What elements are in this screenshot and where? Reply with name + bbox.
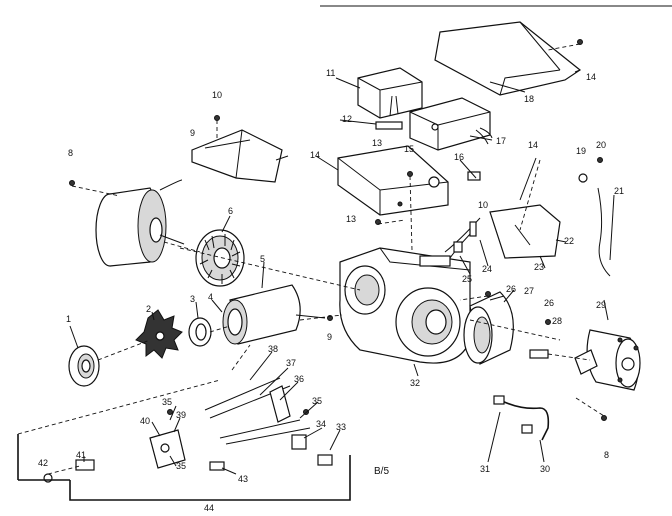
part-coupling	[135, 309, 183, 359]
label-part-1: 1	[66, 314, 71, 324]
label-part-15: 15	[404, 144, 414, 154]
label-part-26-right: 26	[544, 298, 554, 308]
label-part-41: 41	[76, 450, 86, 460]
part-blower-wheel	[195, 229, 245, 287]
label-part-9-plate: 9	[190, 128, 195, 138]
label-part-40: 40	[140, 416, 150, 426]
label-part-22: 22	[564, 236, 574, 246]
label-part-28: 28	[552, 316, 562, 326]
label-part-8-pump: 8	[604, 450, 609, 460]
part-labels: 1 2 3 4 5 6 8 8 9 9 10 10 11 12 13 13 14…	[38, 68, 624, 513]
label-part-5: 5	[260, 254, 265, 264]
part-motor	[95, 179, 185, 267]
label-part-9-tube: 9	[327, 332, 332, 342]
part-gasket-ring	[188, 317, 212, 347]
label-part-18: 18	[524, 94, 534, 104]
part-fitting-30	[521, 424, 533, 434]
label-part-14-plate: 14	[310, 150, 320, 160]
part-fittings-24-25	[453, 221, 477, 253]
part-wire-21	[597, 187, 611, 277]
label-part-23: 23	[534, 262, 544, 272]
label-part-8-motor: 8	[68, 148, 73, 158]
label-part-44: 44	[204, 503, 214, 513]
label-part-11: 11	[326, 68, 335, 78]
label-part-26-top: 26	[506, 284, 516, 294]
label-part-2: 2	[146, 304, 151, 314]
part-electrode-assembly	[43, 377, 333, 483]
label-part-27: 27	[524, 286, 534, 296]
label-part-42: 42	[38, 458, 48, 468]
part-top-cover	[434, 21, 582, 96]
label-part-32: 32	[410, 378, 420, 388]
part-mounting-plate	[337, 145, 449, 216]
label-part-14-right: 14	[528, 140, 538, 150]
label-part-6: 6	[228, 206, 233, 216]
label-part-13-bottom: 13	[346, 214, 356, 224]
label-part-34: 34	[316, 419, 326, 429]
label-part-20: 20	[596, 140, 606, 150]
label-part-37: 37	[286, 358, 296, 368]
label-part-17: 17	[496, 136, 506, 146]
label-part-36: 36	[294, 374, 304, 384]
label-part-35-bottom: 35	[176, 461, 186, 471]
label-part-10-top: 10	[212, 90, 222, 100]
part-air-tube	[222, 284, 326, 345]
part-nut-19	[578, 173, 588, 183]
part-fuel-pump	[574, 329, 641, 391]
part-fitting-31	[493, 395, 505, 405]
part-bracket-12	[375, 121, 403, 130]
label-part-4: 4	[208, 292, 213, 302]
label-part-19: 19	[576, 146, 586, 156]
part-disc	[68, 345, 100, 387]
label-part-16: 16	[454, 152, 464, 162]
label-part-12: 12	[342, 114, 352, 124]
reference-code: B/5	[374, 466, 389, 477]
part-flange-ring	[463, 291, 514, 365]
part-ignition-box	[357, 67, 423, 119]
part-nozzle-28	[529, 349, 549, 359]
label-part-33: 33	[336, 422, 346, 432]
part-cover-plate-9	[191, 129, 289, 183]
part-transformer	[409, 97, 493, 151]
label-part-30: 30	[540, 464, 550, 474]
label-part-24: 24	[482, 264, 492, 274]
bracket-44	[17, 434, 351, 501]
label-part-31: 31	[480, 464, 490, 474]
part-oil-line	[499, 399, 550, 441]
label-part-13-top: 13	[372, 138, 382, 148]
label-part-25: 25	[462, 274, 472, 284]
part-air-shutter	[444, 204, 561, 259]
label-part-21: 21	[614, 186, 624, 196]
label-part-35-right: 35	[312, 396, 322, 406]
part-burner-housing	[339, 247, 471, 364]
label-part-14-top: 14	[586, 72, 596, 82]
label-part-38: 38	[268, 344, 278, 354]
part-screws	[69, 39, 607, 421]
label-part-10-mid: 10	[478, 200, 488, 210]
label-part-35-left: 35	[162, 397, 172, 407]
leader-lines	[17, 43, 615, 475]
label-part-43: 43	[238, 474, 248, 484]
label-part-29: 29	[596, 300, 606, 310]
label-part-3: 3	[190, 294, 195, 304]
label-part-39: 39	[176, 410, 186, 420]
